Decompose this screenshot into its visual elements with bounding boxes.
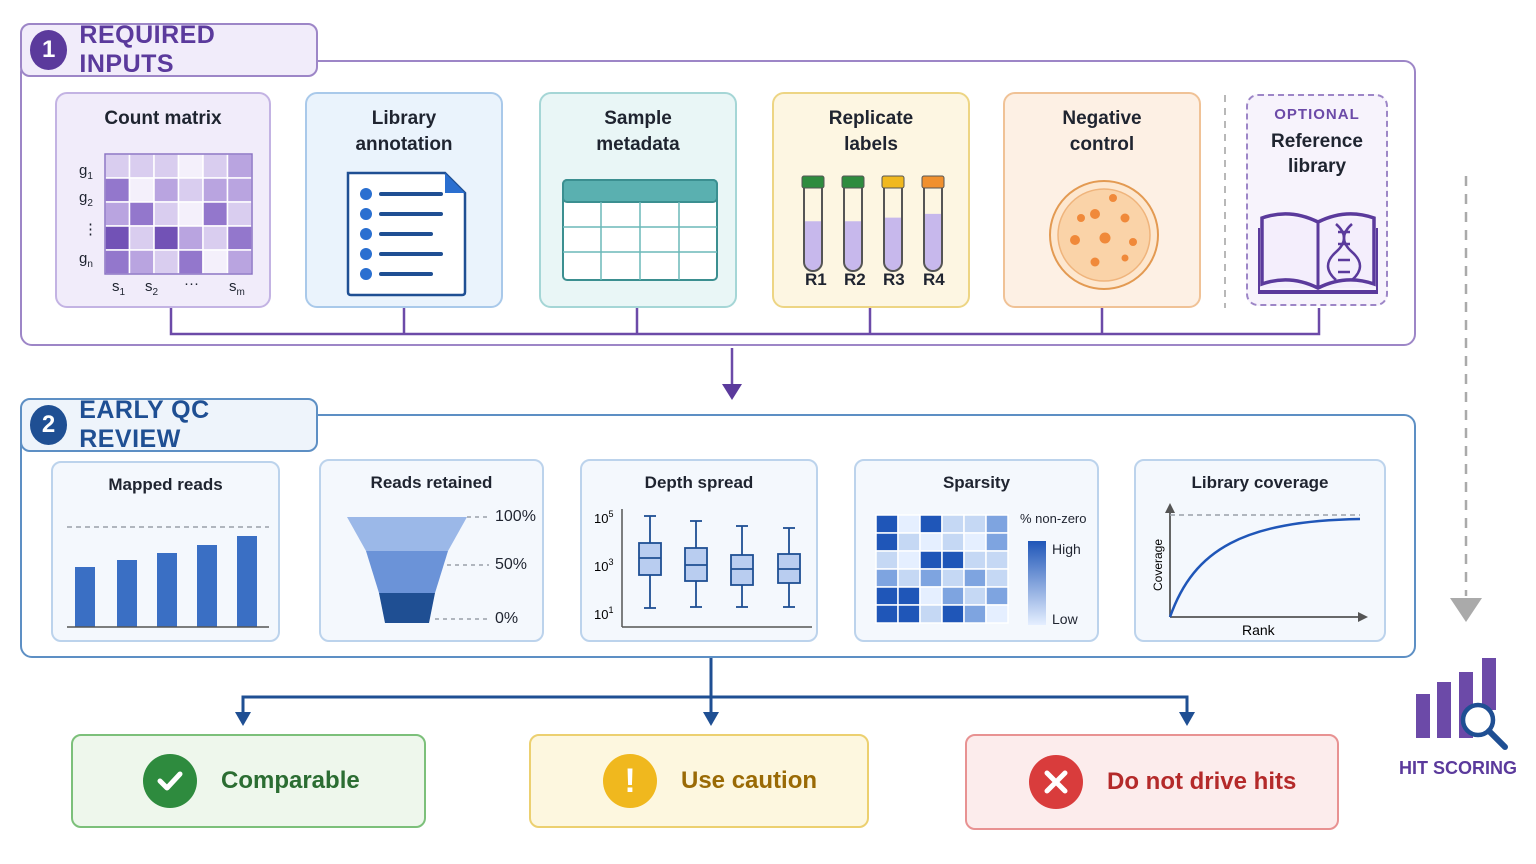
level-50: 50% xyxy=(495,556,528,573)
outcome-caution-label: Use caution xyxy=(681,767,818,794)
outcome-comparable: Comparable xyxy=(71,734,426,828)
bar-4 xyxy=(197,545,217,627)
mapped-reads-bar-chart xyxy=(67,526,269,628)
depth-spread-card: Depth spread 105 103 101 xyxy=(580,459,818,642)
y-tick-1e1: 101 xyxy=(594,605,613,622)
matrix-cell xyxy=(226,249,253,275)
tube-label-r4: R4 xyxy=(923,270,945,289)
library-coverage-title: Library coverage xyxy=(1191,473,1329,492)
tube-label-r3: R3 xyxy=(883,270,905,289)
count-matrix-title: Count matrix xyxy=(104,108,222,129)
negative-control-title: Negative control xyxy=(1062,108,1142,155)
box-4 xyxy=(777,527,801,608)
matrix-cell xyxy=(177,249,204,275)
coverage-x-label: Rank xyxy=(1242,622,1276,638)
test-tube-2 xyxy=(841,175,865,272)
matrix-cell xyxy=(153,225,180,251)
depth-boxplot: 105 103 101 xyxy=(594,509,812,628)
document-list-icon xyxy=(346,171,467,297)
box-2 xyxy=(684,520,708,608)
outcome-comparable-label: Comparable xyxy=(221,767,360,794)
x-icon xyxy=(1029,755,1083,809)
table-icon xyxy=(562,179,718,281)
coverage-curve-chart: Coverage Rank xyxy=(1151,503,1368,638)
sparsity-legend-title: % non-zero xyxy=(1020,511,1087,526)
count-matrix-card: Count matrix g1 g2 ⋮ gn s1 s2 ··· sm xyxy=(55,92,271,308)
box-1 xyxy=(638,515,662,609)
sample-metadata-title: Sample metadata xyxy=(596,108,680,155)
funnel-icon xyxy=(347,516,489,623)
mapped-reads-title: Mapped reads xyxy=(108,475,223,494)
hit-scoring-label: HIT SCORING xyxy=(1399,758,1518,778)
sparsity-cell xyxy=(985,604,1009,624)
level-100: 100% xyxy=(495,508,536,525)
test-tube-4 xyxy=(921,175,945,272)
reference-library-title: Reference library xyxy=(1271,131,1363,177)
outcome-use-caution: ! Use caution xyxy=(529,734,869,828)
box-3 xyxy=(730,525,754,608)
bar-3 xyxy=(157,553,177,627)
step-number-2: 2 xyxy=(30,405,68,445)
outcome-do-not-drive-hits: Do not drive hits xyxy=(965,734,1339,830)
matrix-border xyxy=(104,153,253,275)
tube-label-r2: R2 xyxy=(844,270,866,289)
matrix-cell xyxy=(202,201,229,227)
optional-label: OPTIONAL xyxy=(1274,106,1360,123)
matrix-cell xyxy=(153,201,180,227)
reads-retained-title: Reads retained xyxy=(370,473,493,492)
test-tube-1 xyxy=(801,175,825,272)
legend-high: High xyxy=(1052,541,1081,557)
sparsity-legend-bar xyxy=(1028,541,1046,625)
step-number-1: 1 xyxy=(30,30,68,70)
sparsity-heatmap xyxy=(875,514,1009,624)
col-label-dots: ··· xyxy=(184,275,199,292)
early-qc-header: 2 EARLY QC REVIEW xyxy=(20,396,318,453)
required-inputs-header: 1 REQUIRED INPUTS xyxy=(20,21,318,78)
test-tubes-icon xyxy=(801,175,945,272)
dna-book-icon xyxy=(1258,212,1378,294)
bar-1 xyxy=(75,567,95,627)
library-coverage-card: Library coverage Coverage Rank xyxy=(1134,459,1386,642)
library-annotation-title: Library annotation xyxy=(355,108,453,155)
reference-library-card: OPTIONAL Reference library xyxy=(1246,94,1388,306)
sparsity-card: Sparsity % non-zero High Low xyxy=(854,459,1099,642)
matrix-cell xyxy=(226,177,253,203)
legend-low: Low xyxy=(1052,611,1078,627)
level-0: 0% xyxy=(495,610,519,627)
sample-metadata-card: Sample metadata xyxy=(539,92,737,308)
tube-label-r1: R1 xyxy=(805,270,827,289)
test-tube-3 xyxy=(881,175,905,272)
reads-retained-card: Reads retained 100% 50% 0% xyxy=(319,459,544,642)
negative-control-card: Negative control xyxy=(1003,92,1201,308)
replicate-labels-card: Replicate labels R1 R2 R3 R4 xyxy=(772,92,970,308)
outcome-no-hits-label: Do not drive hits xyxy=(1107,768,1297,795)
mapped-reads-card: Mapped reads xyxy=(51,461,280,642)
section-title-qc: EARLY QC REVIEW xyxy=(79,396,210,453)
replicate-labels-title: Replicate labels xyxy=(828,108,914,155)
bar-chart-magnifier-icon xyxy=(1416,658,1508,750)
row-label-ellipsis: ⋮ xyxy=(83,221,98,238)
exclamation-icon: ! xyxy=(603,754,657,808)
bar-2 xyxy=(117,560,137,627)
coverage-y-label: Coverage xyxy=(1151,539,1165,591)
check-icon xyxy=(143,754,197,808)
petri-dish-icon xyxy=(1049,180,1159,290)
sparsity-title: Sparsity xyxy=(942,473,1011,492)
matrix-cell xyxy=(177,153,204,179)
section-title-inputs: REQUIRED INPUTS xyxy=(79,21,216,78)
matrix-cell xyxy=(128,225,155,251)
depth-spread-title: Depth spread xyxy=(644,473,754,492)
library-annotation-card: Library annotation xyxy=(305,92,503,308)
y-tick-1e3: 103 xyxy=(594,557,613,574)
count-matrix-heatmap-icon: g1 g2 ⋮ gn s1 s2 ··· sm xyxy=(79,153,253,298)
y-tick-1e5: 105 xyxy=(594,509,613,526)
bar-5 xyxy=(237,536,257,627)
